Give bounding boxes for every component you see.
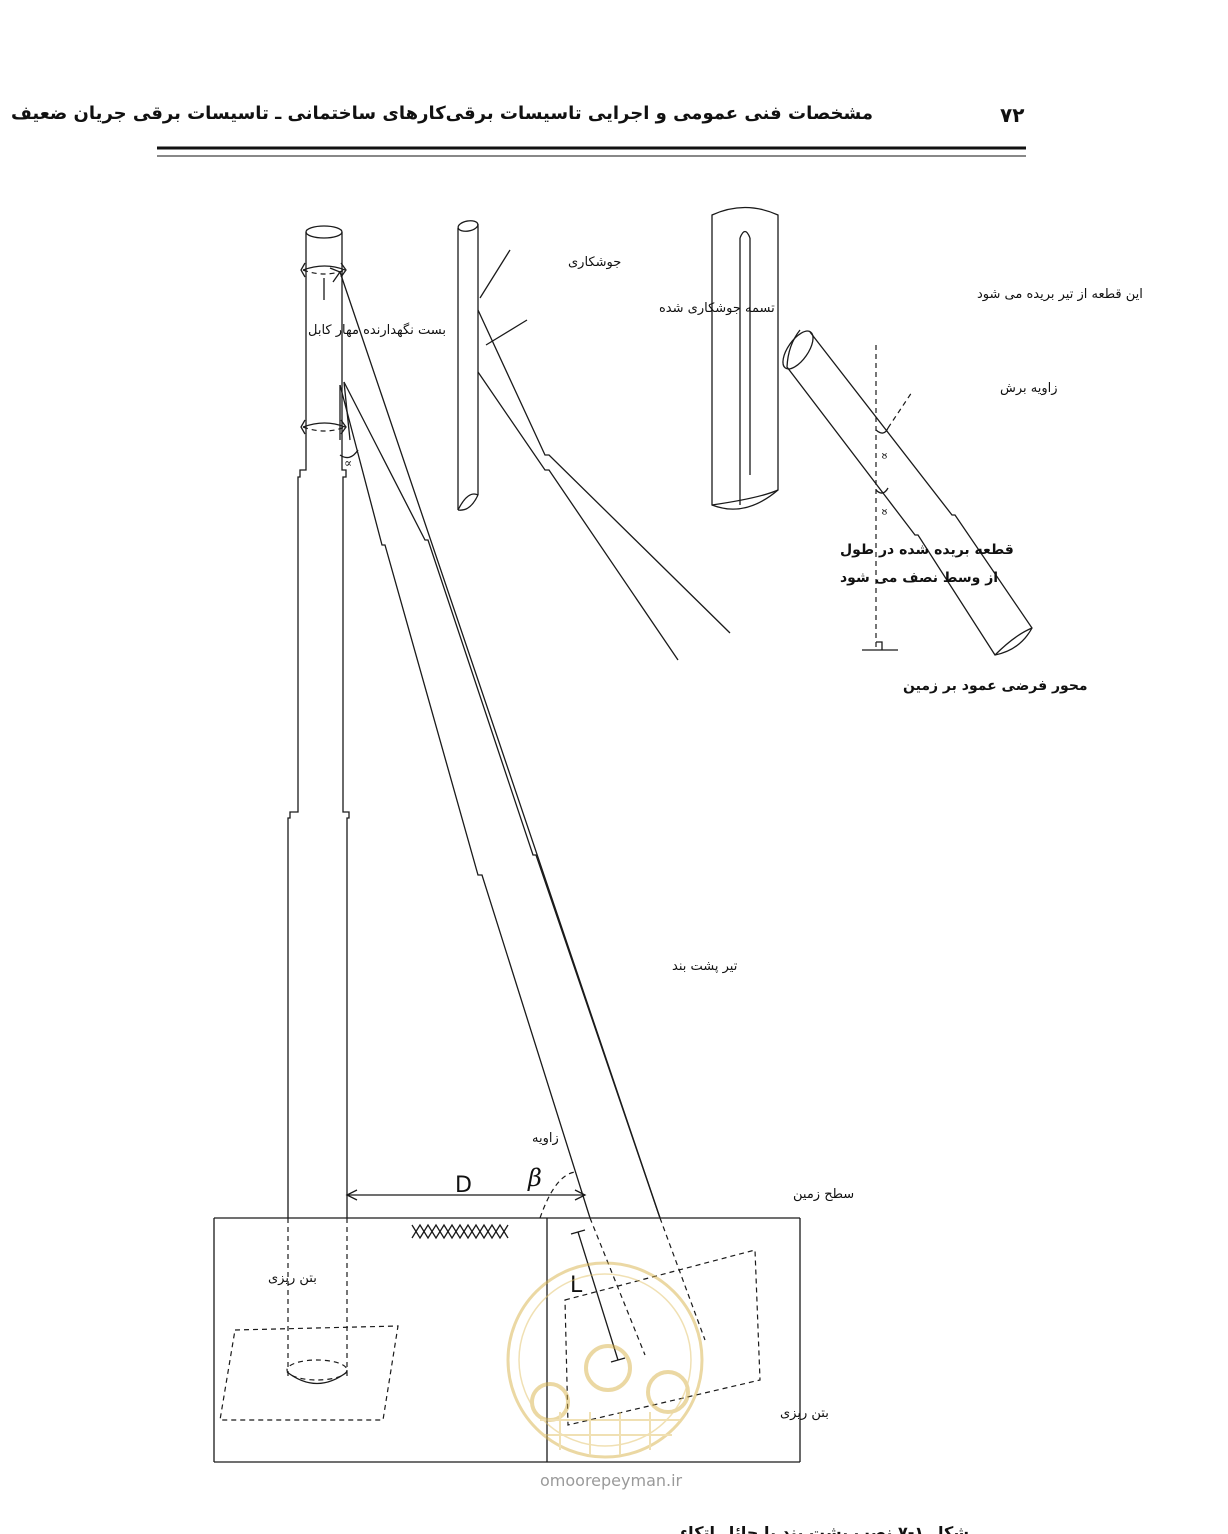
label-halved-1: قطعه بریده شده در طول: [840, 542, 1014, 558]
alpha-main: ∝: [344, 456, 352, 470]
label-concrete-left: بتن ریزی: [268, 1271, 317, 1286]
guy-wire-hook: [329, 267, 342, 283]
label-vertical-axis: محور فرضی عمود بر زمین: [903, 678, 1088, 694]
label-strut-pole: تیر پشت بند: [672, 959, 738, 974]
page-header-title: مشخصات فنی عمومی و اجرایی تاسیسات برقی‌ک…: [10, 103, 873, 124]
label-cut-piece: این قطعه از تیر بریده می شود: [977, 287, 1143, 302]
label-cable-clamp: بست نگهدارنده مهار کابل: [308, 322, 446, 338]
foundation-block: [213, 1217, 801, 1463]
label-ground: سطح زمین: [793, 1187, 854, 1202]
watermark-seal: [506, 1261, 704, 1459]
cable-clamp-upper: [300, 262, 347, 300]
beta-arc: [539, 1171, 576, 1219]
dimension-D: [345, 1189, 587, 1201]
cable-clamp-lower: [300, 419, 347, 435]
dimension-L: [570, 1229, 626, 1363]
label-concrete-right: بتن ریزی: [780, 1406, 829, 1421]
alpha-right-1: ∝: [877, 452, 891, 460]
cut-pole-piece: [711, 206, 779, 510]
label-angle: زاویه: [532, 1131, 559, 1146]
vertical-axis: [862, 345, 913, 651]
welded-detail: [457, 220, 731, 661]
D-label: D: [455, 1173, 472, 1198]
main-pole: [286, 225, 350, 1385]
label-welded-strap: تسمه جوشکاری شده: [659, 301, 775, 316]
label-halved-2: از وسط نصف می شود: [840, 570, 998, 586]
label-welding: جوشکاری: [568, 255, 621, 270]
beta-label: β: [527, 1164, 542, 1192]
watermark-url: omoorepeyman.ir: [540, 1471, 683, 1490]
ground-hatch: [411, 1223, 509, 1240]
strut-pole: [339, 381, 661, 1219]
left-footing: [219, 1325, 399, 1421]
figure-caption: شکل ۱-۷ نصب پشت بند با جائل اتکاء: [680, 1523, 969, 1534]
L-label: L: [570, 1273, 583, 1298]
rotated-cut-piece: [782, 329, 1033, 656]
page-number: ۷۲: [1000, 103, 1025, 127]
label-cut-angle: زاویه برش: [1000, 381, 1058, 396]
alpha-right-2: ∝: [877, 508, 891, 516]
right-footing: [564, 1217, 761, 1426]
